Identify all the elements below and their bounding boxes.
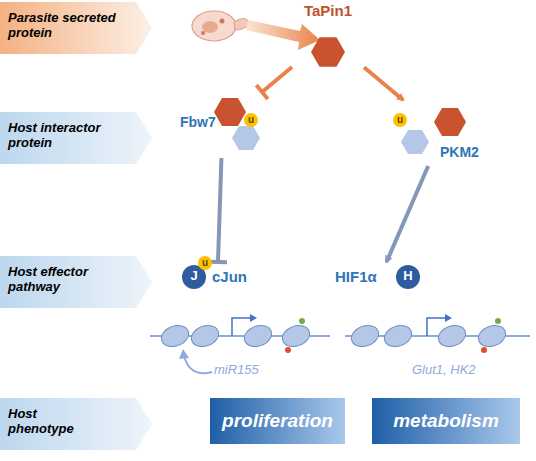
phenotype-box: metabolism	[372, 398, 520, 444]
node-text: PKM2	[440, 144, 488, 160]
gene-label: Glut1, HK2	[412, 362, 476, 377]
host-interactor: PKM2	[395, 100, 490, 166]
node-text: Fbw7	[180, 114, 220, 130]
node-text: Host phenotype	[8, 407, 88, 437]
parasite-protein: TaPin1	[292, 2, 364, 72]
node-text: Parasite secreted protein	[8, 11, 126, 41]
row-band: Parasite secreted protein	[0, 2, 152, 54]
node-text: TaPin1	[292, 2, 364, 19]
row-band: Host phenotype	[0, 398, 152, 450]
node-text: Host effector pathway	[8, 265, 120, 295]
effector: JcJun	[180, 262, 255, 292]
node-text: HIF1α	[335, 268, 391, 285]
node-text: metabolism	[372, 410, 520, 432]
inhibition-connector	[209, 158, 227, 262]
node-text: J	[182, 269, 206, 284]
row-band: Host effector pathway	[0, 256, 152, 308]
inhibition-connector	[256, 67, 292, 99]
activation-connector	[387, 166, 429, 262]
secretion-arrow	[246, 20, 320, 50]
effector: HIF1α H	[335, 262, 425, 292]
node-text: H	[396, 269, 420, 284]
gene-label: miR155	[214, 362, 259, 377]
ubiquitin-mark: u	[198, 256, 212, 270]
node-text: cJun	[212, 268, 256, 285]
ubiquitin-mark: u	[244, 113, 258, 127]
ubiquitin-mark: u	[393, 113, 407, 127]
row-band: Host interactor protein	[0, 112, 152, 164]
parasite-illustration	[192, 11, 250, 41]
activation-connector	[364, 67, 403, 100]
chromatin-right	[345, 314, 530, 353]
phenotype-box: proliferation	[210, 398, 345, 444]
node-text: Host interactor protein	[8, 121, 120, 151]
node-text: proliferation	[210, 410, 345, 432]
